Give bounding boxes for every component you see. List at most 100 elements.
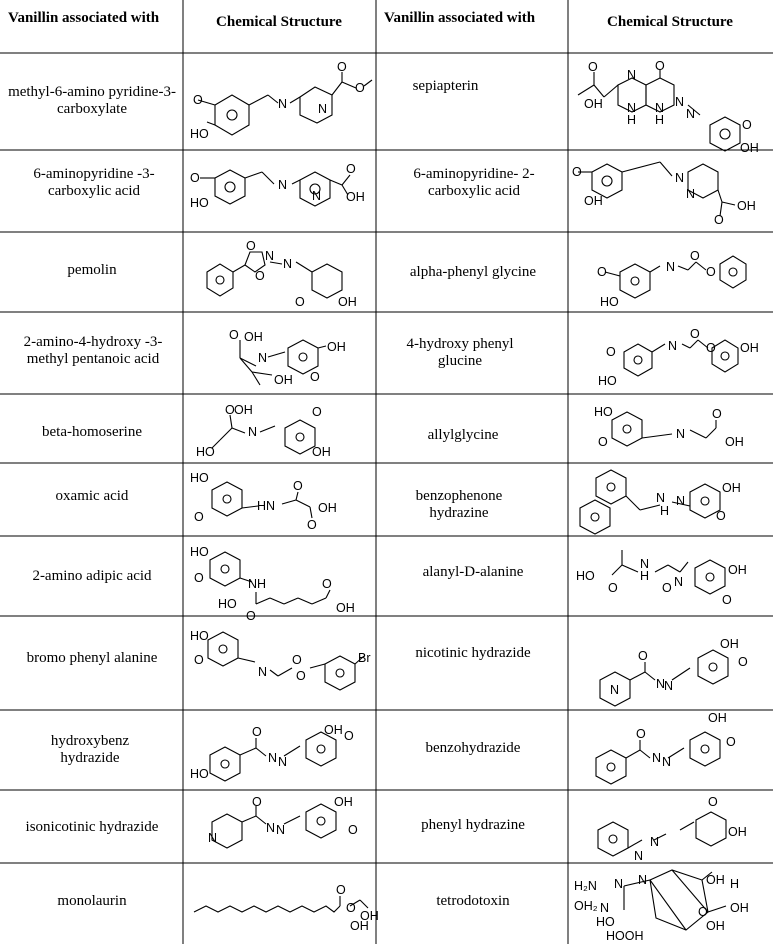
svg-text:HO: HO <box>190 545 209 559</box>
row7-left-name: 2-amino adipic acid <box>32 568 152 584</box>
row9-right-name: benzohydrazide <box>425 740 521 756</box>
svg-text:HO: HO <box>600 295 619 309</box>
svg-text:O: O <box>636 727 646 741</box>
svg-text:O: O <box>255 269 265 283</box>
svg-text:O: O <box>598 435 608 449</box>
structure-r3-left <box>206 251 343 299</box>
svg-text:N: N <box>674 575 683 589</box>
svg-text:O: O <box>348 823 358 837</box>
svg-text:O: O <box>312 405 322 419</box>
svg-text:OH: OH <box>740 341 759 355</box>
svg-text:O: O <box>194 571 204 585</box>
svg-text:OH: OH <box>274 373 293 387</box>
svg-text:N: N <box>686 187 695 201</box>
svg-text:N: N <box>278 755 287 769</box>
row4-left-name: 2-amino-4-hydroxy -3-methyl pentanoic ac… <box>23 334 163 367</box>
svg-text:HO: HO <box>596 915 615 929</box>
svg-text:N: N <box>318 102 327 116</box>
structure-r6-right <box>579 469 721 535</box>
svg-text:N: N <box>276 823 285 837</box>
svg-text:O: O <box>346 901 356 915</box>
svg-text:O: O <box>588 60 598 74</box>
svg-text:HO: HO <box>190 471 209 485</box>
svg-text:O: O <box>193 93 203 107</box>
svg-text:N: N <box>676 494 685 508</box>
svg-text:O: O <box>714 213 724 227</box>
svg-text:OH: OH <box>346 190 365 204</box>
svg-text:OH: OH <box>728 825 747 839</box>
svg-text:N: N <box>686 107 695 121</box>
svg-text:OH: OH <box>706 919 725 933</box>
svg-text:O: O <box>296 669 306 683</box>
svg-text:NH: NH <box>248 577 266 591</box>
svg-text:O: O <box>690 249 700 263</box>
svg-text:O: O <box>726 735 736 749</box>
svg-text:H: H <box>660 504 669 518</box>
row11-left-name: monolaurin <box>57 893 127 909</box>
svg-text:OH: OH <box>740 141 759 155</box>
svg-text:O: O <box>225 403 235 417</box>
svg-text:O: O <box>706 341 716 355</box>
svg-text:O: O <box>293 479 303 493</box>
svg-text:O: O <box>706 265 716 279</box>
svg-text:N: N <box>666 260 675 274</box>
svg-text:OH: OH <box>318 501 337 515</box>
structure-r5-left <box>211 414 316 455</box>
svg-text:N: N <box>208 831 217 845</box>
svg-text:HO: HO <box>190 196 209 210</box>
svg-text:HO: HO <box>190 767 209 781</box>
row11-right-name: tetrodotoxin <box>436 893 510 909</box>
structures <box>193 70 747 931</box>
row1-right-name: sepiapterin <box>412 78 479 94</box>
svg-text:O: O <box>346 162 356 176</box>
svg-text:N: N <box>675 171 684 185</box>
svg-text:HN: HN <box>257 499 275 513</box>
row6-right-name: benzophenone hydrazine <box>415 488 503 521</box>
svg-text:N: N <box>627 101 636 115</box>
svg-text:N: N <box>265 249 274 263</box>
row1-left-name: methyl-6-amino pyridine-3-carboxylate <box>8 84 176 117</box>
row7-right-name: alanyl-D-alanine <box>422 564 524 580</box>
svg-text:N: N <box>634 849 643 863</box>
row10-left-name: isonicotinic hydrazide <box>25 819 159 835</box>
structure-r7-left <box>209 551 331 605</box>
atom-labels: O HO N N O O O OH N O N H N H N N O OH O… <box>190 59 759 943</box>
svg-text:OH: OH <box>706 873 725 887</box>
svg-text:O: O <box>295 295 305 309</box>
svg-text:N: N <box>662 755 671 769</box>
svg-text:O: O <box>194 510 204 524</box>
row2-left-name: 6-aminopyridine -3-carboxylic acid <box>33 166 155 199</box>
svg-text:OH: OH <box>336 601 355 615</box>
svg-text:N: N <box>283 257 292 271</box>
structure-r11-left <box>193 896 369 913</box>
svg-text:N: N <box>248 425 257 439</box>
svg-text:HO: HO <box>598 374 617 388</box>
structure-r8-left <box>207 631 365 691</box>
row6-left-name: oxamic acid <box>55 488 129 504</box>
svg-text:O: O <box>698 905 708 919</box>
svg-text:O: O <box>246 609 256 623</box>
svg-text:OH: OH <box>725 435 744 449</box>
structure-r2-right <box>578 161 736 217</box>
row3-left-name: pemolin <box>67 262 117 278</box>
svg-text:N: N <box>614 877 623 891</box>
row4-right-name: 4-hydroxy phenyl glucine <box>406 336 514 369</box>
row8-left-name: bromo phenyl alanine <box>26 650 158 666</box>
svg-text:OH: OH <box>722 481 741 495</box>
svg-text:O: O <box>190 171 200 185</box>
svg-text:O: O <box>662 581 672 595</box>
svg-text:O: O <box>597 265 607 279</box>
svg-text:O: O <box>608 581 618 595</box>
row2-right-name: 6-aminopyridine- 2-carboxylic acid <box>413 166 535 199</box>
structure-r10-left <box>211 803 337 849</box>
svg-text:OH: OH <box>360 909 379 923</box>
svg-text:O: O <box>722 593 732 607</box>
svg-text:N: N <box>650 835 659 849</box>
svg-text:O: O <box>310 370 320 384</box>
structure-r6-left <box>211 481 313 519</box>
svg-text:H: H <box>730 877 739 891</box>
svg-text:HO: HO <box>196 445 215 459</box>
structure-r1-right <box>577 70 741 152</box>
structure-r4-right <box>623 339 739 377</box>
